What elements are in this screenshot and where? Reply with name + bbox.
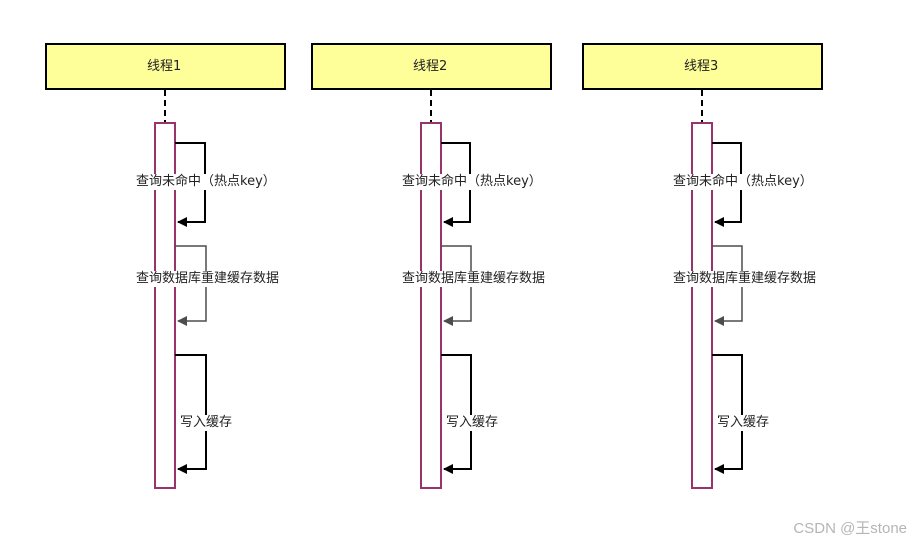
activation-bar — [154, 122, 176, 489]
thread-header-box — [311, 43, 552, 90]
thread-title: 线程1 — [147, 59, 182, 74]
self-message-arrow-3 — [441, 354, 472, 474]
message-label: 写入缓存 — [179, 415, 234, 431]
activation-bar — [420, 122, 442, 489]
thread-title: 线程3 — [684, 59, 719, 74]
message-label: 查询未命中（热点key） — [135, 174, 277, 190]
thread-title: 线程2 — [413, 59, 448, 74]
self-message-arrow-3 — [712, 354, 743, 474]
thread-3 — [582, 43, 823, 489]
message-label: 查询数据库重建缓存数据 — [401, 271, 547, 287]
message-label: 写入缓存 — [716, 415, 771, 431]
thread-header-box — [45, 43, 286, 90]
message-label: 写入缓存 — [445, 415, 500, 431]
watermark: CSDN @王stone — [793, 520, 907, 537]
message-label: 查询数据库重建缓存数据 — [135, 271, 281, 287]
self-message-arrow-3 — [175, 354, 207, 474]
message-label: 查询未命中（热点key） — [672, 174, 814, 190]
message-label: 查询数据库重建缓存数据 — [672, 271, 818, 287]
thread-1 — [45, 43, 286, 489]
thread-2 — [311, 43, 552, 489]
message-label: 查询未命中（热点key） — [401, 174, 543, 190]
thread-header-box — [582, 43, 823, 90]
activation-bar — [691, 122, 713, 489]
